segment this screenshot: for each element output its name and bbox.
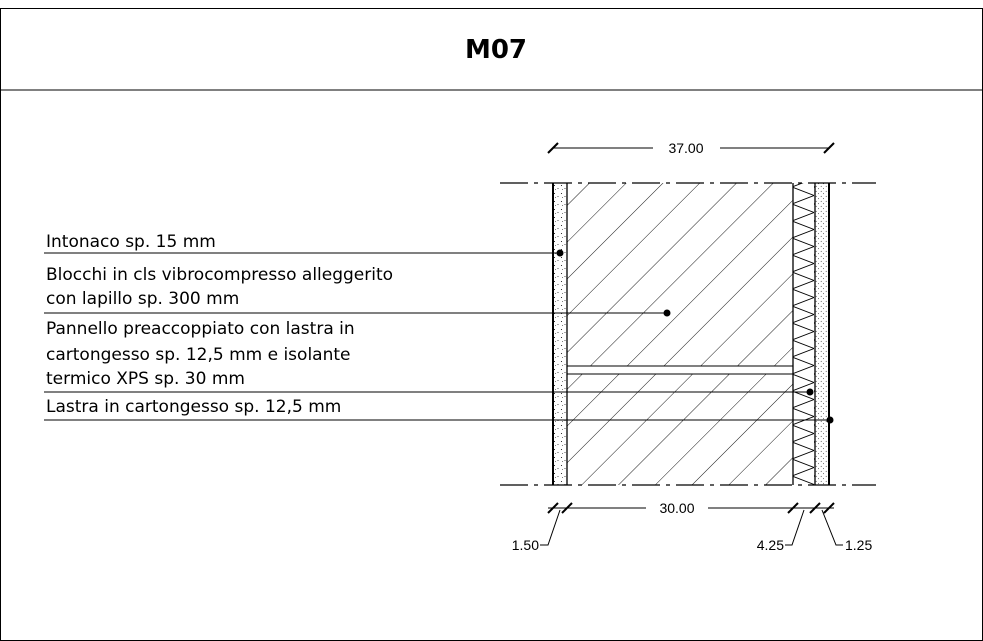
label-block-line: Blocchi in cls vibrocompresso alleggerit… (46, 265, 393, 285)
label-panel-line: termico XPS sp. 30 mm (46, 369, 245, 389)
label-panel: Pannello preaccoppiato con lastra in car… (46, 319, 360, 389)
dimension-total-value: 37.00 (668, 140, 703, 156)
wall-layers (500, 182, 876, 486)
plasterboard-layer (815, 183, 829, 485)
dimension-plaster-value: 1.50 (512, 537, 539, 553)
leader-lines (44, 249, 834, 424)
label-board: Lastra in cartongesso sp. 12,5 mm (46, 397, 341, 417)
label-plaster: Intonaco sp. 15 mm (46, 232, 216, 252)
dimension-block-value: 30.00 (659, 500, 694, 516)
dimension-board-value: 1.25 (845, 537, 872, 553)
label-block: Blocchi in cls vibrocompresso alleggerit… (46, 265, 398, 309)
dimension-callouts: 1.50 4.25 1.25 (512, 509, 872, 553)
layer-labels: Intonaco sp. 15 mm Blocchi in cls vibroc… (46, 232, 398, 417)
label-panel-line: cartongesso sp. 12,5 mm e isolante (46, 345, 350, 365)
label-block-line: con lapillo sp. 300 mm (46, 289, 239, 309)
label-plaster-line: Intonaco sp. 15 mm (46, 232, 216, 252)
dimension-chain-bottom: 30.00 (547, 500, 835, 516)
mortar-joint (566, 365, 794, 375)
block-layer (567, 183, 793, 485)
plaster-layer (553, 183, 567, 485)
dimension-insulation-value: 4.25 (757, 537, 784, 553)
dimension-total: 37.00 (547, 140, 835, 156)
drawing-title: M07 (465, 35, 527, 65)
label-panel-line: Pannello preaccoppiato con lastra in (46, 319, 355, 339)
insulation-layer (793, 183, 815, 485)
label-board-line: Lastra in cartongesso sp. 12,5 mm (46, 397, 341, 417)
